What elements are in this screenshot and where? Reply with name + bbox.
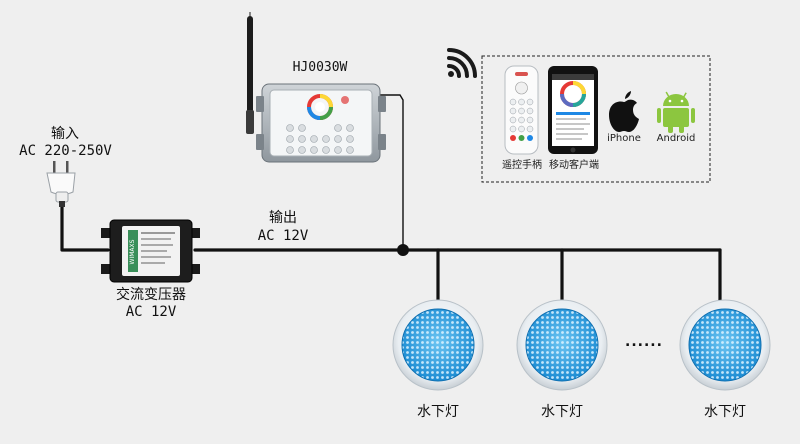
pool-light-1 (392, 299, 484, 391)
controller-model-label: HJ0030W (292, 60, 348, 75)
remote-control-label: 遥控手柄 (502, 160, 542, 171)
transformer-title: 交流变压器 (116, 287, 186, 303)
antenna-icon (246, 12, 254, 134)
input-cable (60, 204, 110, 252)
smartphone-icon (548, 66, 598, 154)
devices-box (481, 55, 711, 183)
pool-light-label-2: 水下灯 (541, 404, 583, 420)
iphone-label: iPhone (607, 133, 641, 144)
pool-light-label-3: 水下灯 (704, 404, 746, 420)
input-spec: AC 220-250V (19, 143, 112, 159)
transformer-brand-text: WIMAXS (129, 239, 136, 264)
plug-icon (46, 161, 76, 207)
pool-light-label-1: 水下灯 (417, 404, 459, 420)
cable-network (60, 204, 722, 302)
transformer-unit (101, 219, 200, 283)
input-title: 输入 (51, 126, 79, 142)
android-icon (657, 91, 695, 133)
android-label: Android (656, 133, 696, 144)
junction-dot (397, 244, 409, 256)
wifi-icon-dot (448, 71, 454, 77)
output-spec: AC 12V (257, 228, 309, 244)
transformer-spec: AC 12V (125, 304, 177, 320)
pool-light-2 (516, 299, 608, 391)
controller-cable (380, 94, 404, 250)
wifi-icon (447, 48, 477, 78)
pool-light-3 (679, 299, 771, 391)
apple-icon (609, 91, 639, 132)
more-lights-ellipsis: ...... (625, 334, 663, 350)
output-title: 输出 (269, 210, 297, 226)
remote-control-icon (504, 65, 539, 155)
controller-unit (246, 12, 386, 163)
mobile-client-label: 移动客户端 (549, 160, 599, 171)
